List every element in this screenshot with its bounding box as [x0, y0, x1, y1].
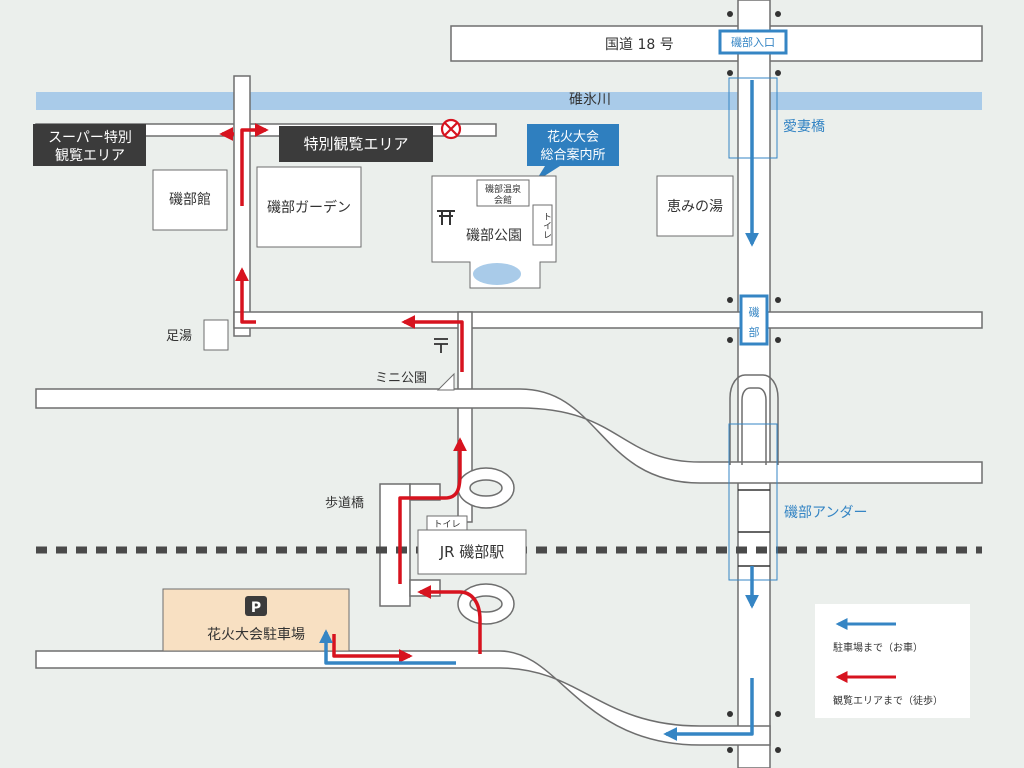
walk-route-segment [235, 267, 256, 324]
walk-route-segment [417, 585, 482, 654]
no-entry-icon [440, 118, 462, 140]
megumi-onsen-label: 恵みの湯 [667, 198, 723, 215]
intersection-markers [727, 11, 781, 753]
info-center-box [527, 124, 619, 166]
parking-icon: P [245, 596, 267, 616]
mini-park-marker [436, 372, 455, 391]
signal-dot [775, 337, 781, 343]
info-center-label: 総合案内所 [540, 147, 605, 163]
supermarket-area-box [33, 124, 146, 166]
no-entry-cross [444, 122, 458, 136]
parking-icon-box [245, 596, 267, 616]
parking-symbol: P [251, 600, 261, 616]
onsen-hall-building [476, 179, 530, 207]
post-office-icon [434, 338, 448, 353]
signal-dot [775, 747, 781, 753]
underpass-label: 磯部アンダー [784, 505, 867, 521]
river-label: 碓氷川 [569, 92, 611, 108]
special-area-box [279, 126, 433, 162]
special-area-label: 特別観覧エリア [303, 135, 408, 153]
supermarket-area-label: スーパー特別 [48, 130, 132, 146]
signal-dot [775, 70, 781, 76]
walk-routes [219, 123, 482, 663]
main-vertical-road [737, 0, 771, 768]
curved-road [35, 388, 983, 484]
entrance-sign-box [718, 29, 788, 55]
footbridge-stairs-top [409, 483, 441, 501]
signal-dot [727, 297, 733, 303]
supermarket-area-label: 観覧エリア [55, 147, 125, 164]
park-pond [473, 263, 521, 285]
footbridge-deck [379, 483, 411, 607]
legend-walk-label: 観覧エリアまで（徒歩） [833, 694, 943, 707]
middle-road [233, 311, 983, 329]
crossing-sign-char: 磯 [749, 306, 760, 319]
walk-route-segment [332, 634, 413, 663]
ashiyu-building [203, 319, 229, 351]
parking-lot-label: 花火大会駐車場 [207, 626, 305, 643]
isobe-garden-building [256, 166, 362, 248]
underpass-loops [457, 374, 779, 625]
onsen-hall-label: 会館 [494, 194, 512, 206]
station-loop-inner [469, 479, 503, 497]
legend-car-label: 駐車場まで（お車） [833, 641, 923, 654]
national-route-label: 国道 18 号 [605, 37, 674, 53]
car-route-segment [319, 629, 456, 665]
legend: 駐車場まで（お車） 観覧エリアまで（徒歩） [815, 604, 970, 718]
lower-road [35, 650, 771, 746]
signal-dot [727, 70, 733, 76]
isobe-garden-label: 磯部ガーデン [267, 199, 351, 216]
walk-route-segment [398, 437, 467, 584]
river [36, 92, 982, 110]
park-toilet-building [532, 204, 553, 246]
ashiyu-label: 足湯 [166, 329, 192, 344]
isobe-park-label: 磯部公園 [466, 228, 522, 244]
entrance-sign: 磯部入口 [731, 35, 775, 49]
mini-park-label: ミニ公園 [375, 371, 427, 386]
station-label: JR 磯部駅 [439, 543, 505, 561]
station-toilet-label: トイレ [433, 520, 460, 530]
signal-dot [775, 297, 781, 303]
signal-dot [727, 747, 733, 753]
signal-dot [727, 11, 733, 17]
national-route-road [450, 25, 983, 62]
crossing-sign-box [739, 294, 769, 346]
signal-dot [727, 711, 733, 717]
megumi-onsen-building [656, 175, 734, 237]
isobe-kan-building [152, 169, 228, 231]
underpass-stripes [738, 489, 770, 567]
buildings [152, 166, 734, 575]
info-center-label: 花火大会 [547, 129, 599, 145]
footbridge-label: 歩道橋 [325, 496, 364, 511]
car-route-segment [663, 678, 754, 741]
underpass-ramp [741, 387, 767, 465]
station-toilet-building [426, 515, 468, 531]
crossing-sign-char: 部 [749, 325, 760, 339]
bridge-label: 愛妻橋 [783, 119, 825, 135]
station-building [417, 529, 527, 575]
signal-dot [775, 11, 781, 17]
park-toilet-label: トイレ [541, 212, 552, 239]
walk-route-segment [240, 123, 269, 206]
torii-icon [437, 210, 455, 225]
walk-route-segment [401, 315, 464, 372]
onsen-hall-label: 磯部温泉 [485, 183, 521, 195]
car-routes [319, 80, 759, 741]
signal-dot [775, 711, 781, 717]
isobe-kan-label: 磯部館 [169, 191, 211, 208]
signal-dot [727, 337, 733, 343]
underpass-ramp [729, 374, 779, 465]
